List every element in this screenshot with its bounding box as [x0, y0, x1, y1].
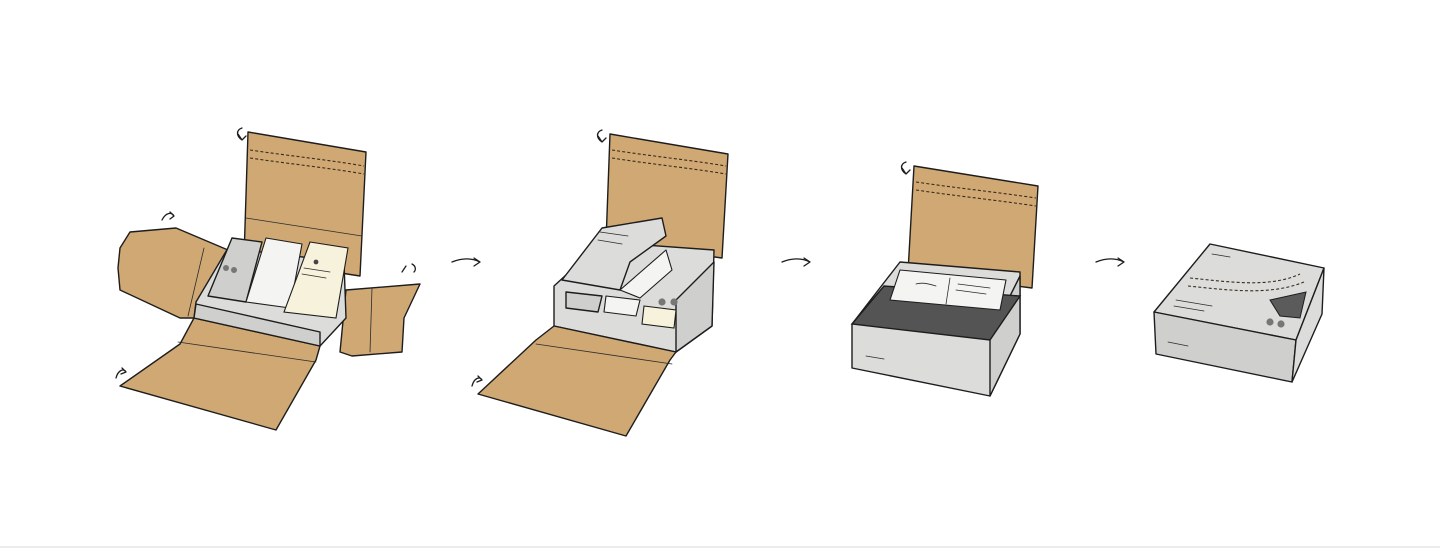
- step-2-front-flap: [477, 325, 677, 437]
- bottom-divider: [0, 546, 1440, 548]
- step-arrow-icon: [451, 257, 481, 267]
- step-arrow-icon: [1095, 257, 1125, 267]
- fold-arrow-icon: [596, 129, 607, 143]
- step-1-open-box: [115, 127, 421, 431]
- fold-arrow-icon: [236, 127, 247, 141]
- step-3-card-box: [850, 161, 1039, 397]
- step-2-partially-closed-box: [471, 129, 729, 437]
- fold-arrow-icon: [115, 367, 127, 379]
- step-3-back-lid: [907, 165, 1039, 289]
- fold-arrow-icon: [161, 211, 175, 221]
- fold-arrow-icon: [471, 375, 483, 387]
- fold-arrow-icon: [401, 263, 416, 273]
- fold-arrow-icon: [900, 161, 911, 175]
- step-1-right-flap: [339, 283, 421, 357]
- step-arrow-icon: [781, 257, 811, 267]
- step-4-closed-box: [1153, 243, 1325, 383]
- step-1-carton-cream: [283, 241, 349, 319]
